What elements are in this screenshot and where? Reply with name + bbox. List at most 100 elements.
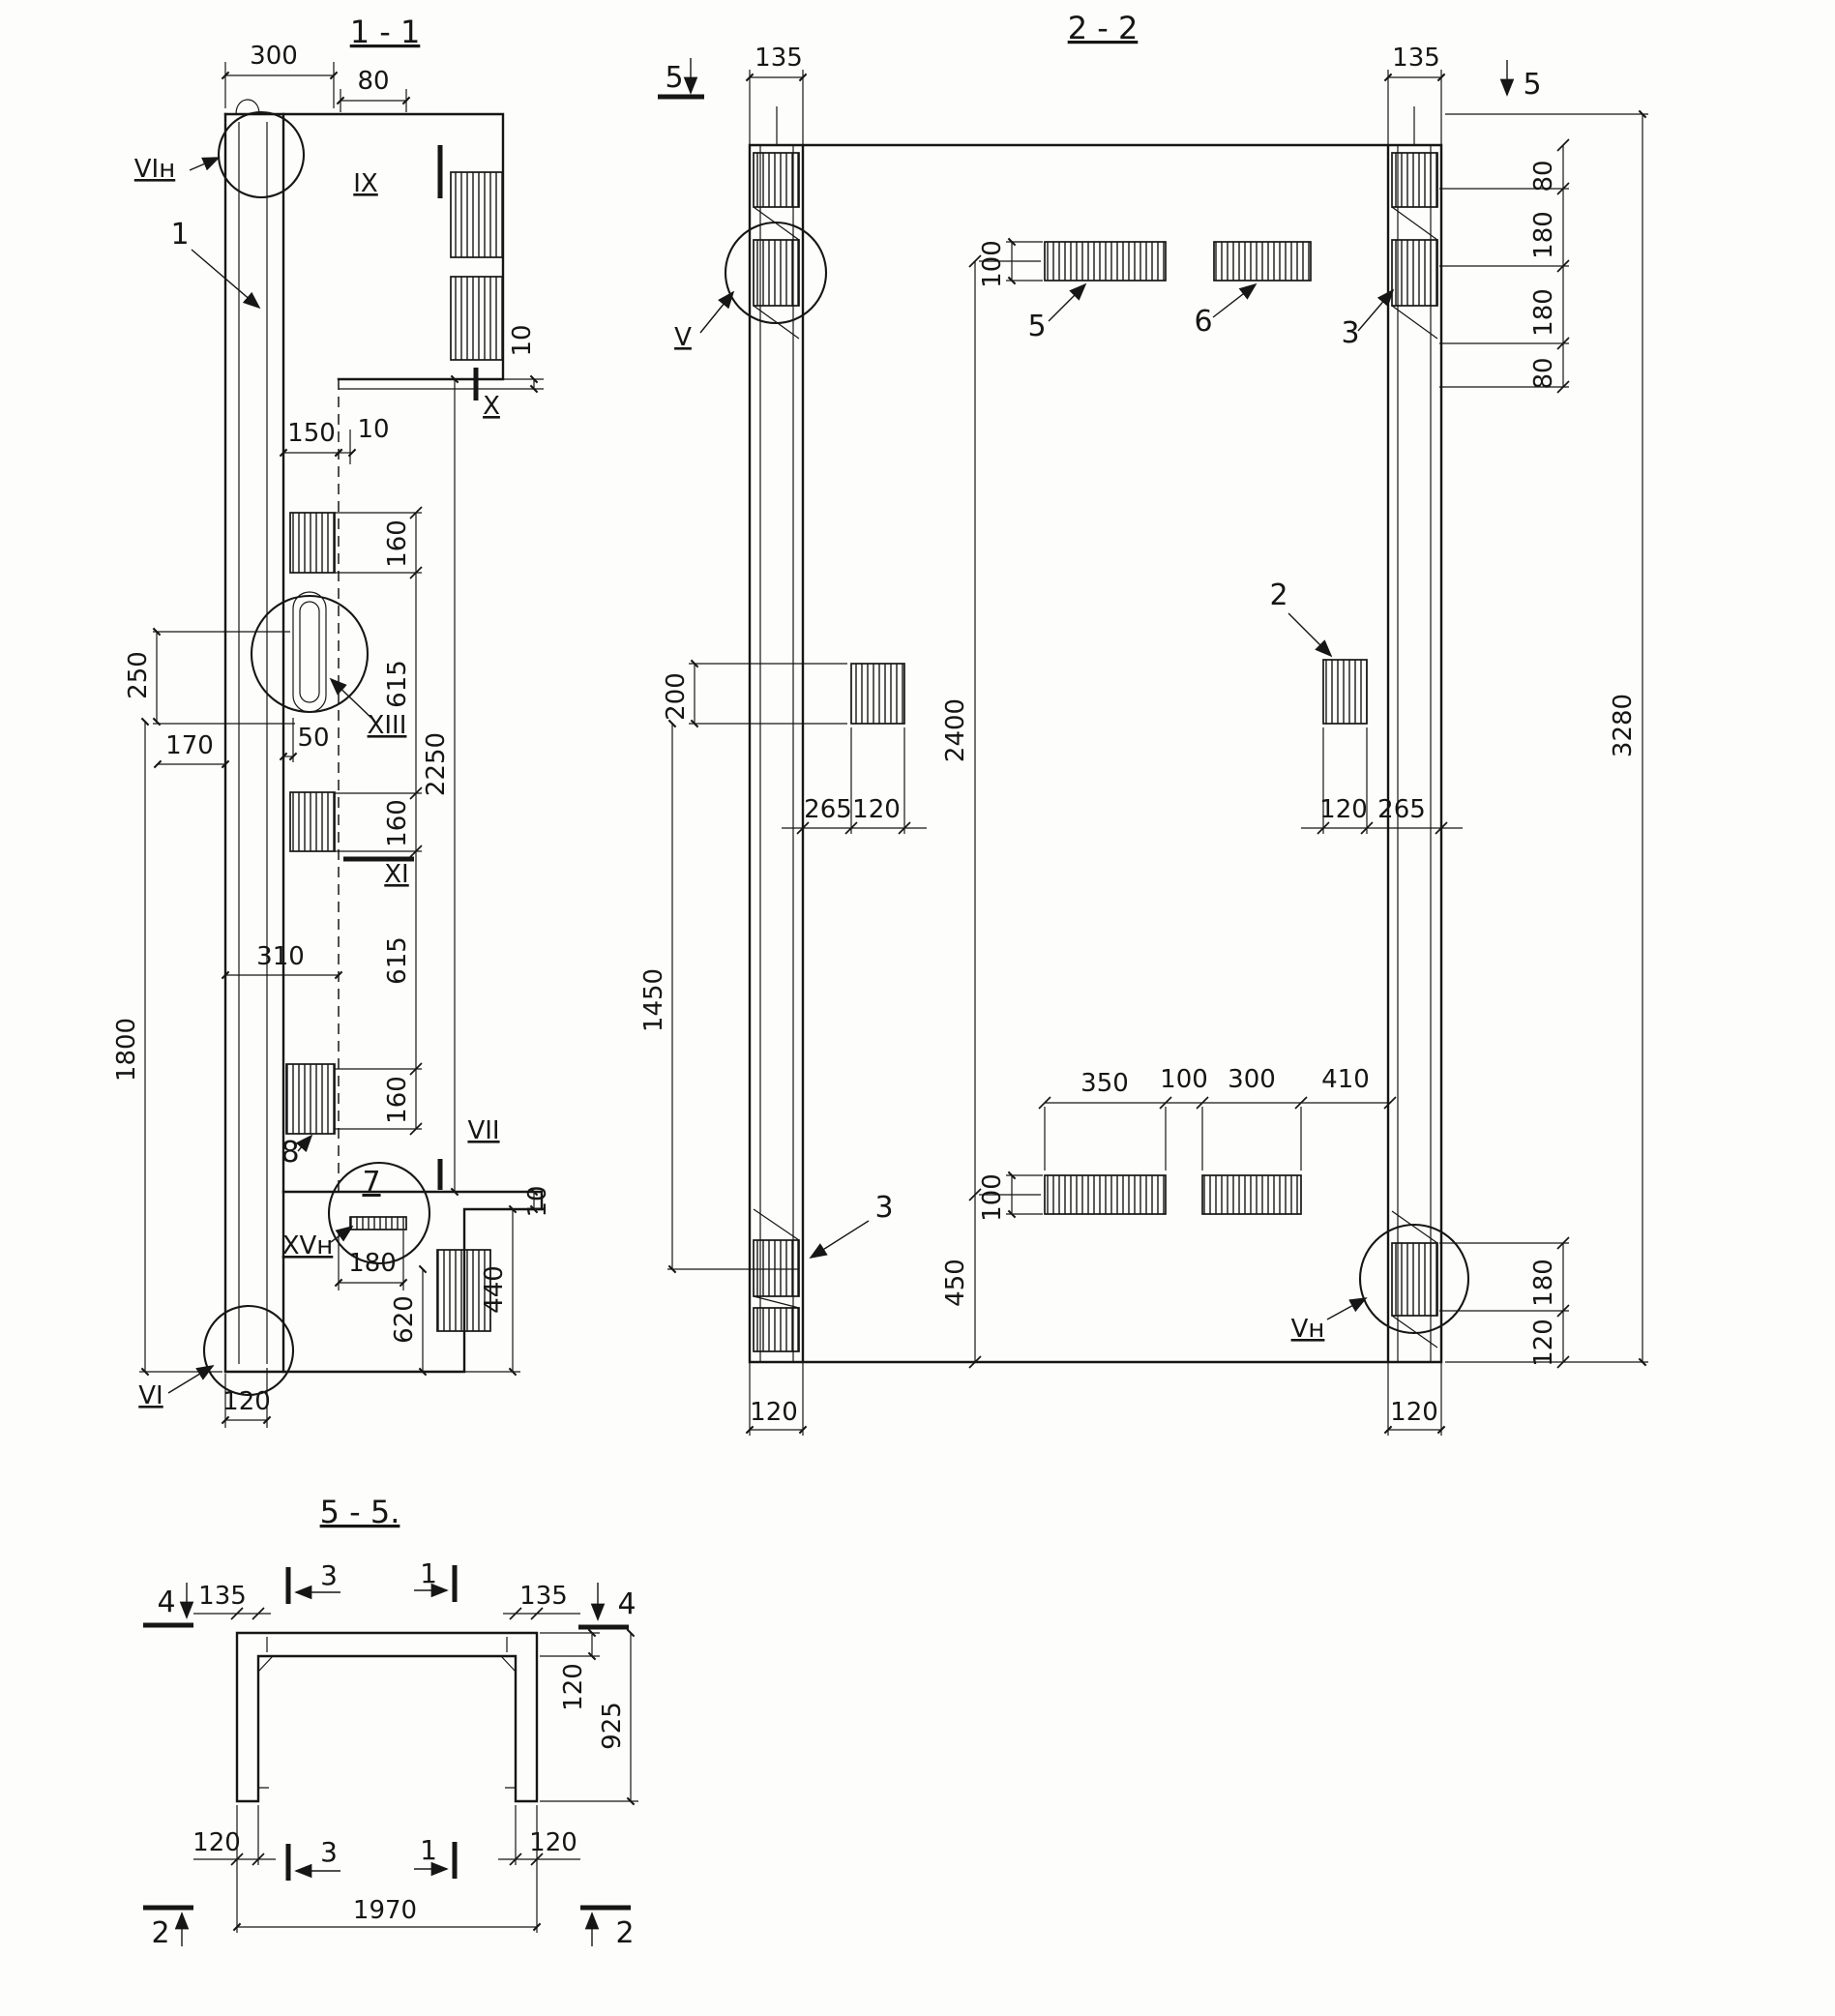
panel-rib-lines xyxy=(223,112,285,1374)
rib-inner-lines xyxy=(759,145,1432,1362)
dim-label: 1450 xyxy=(639,968,668,1032)
dim-label: 620 xyxy=(390,1295,419,1344)
section-mark-4-left: 4 xyxy=(157,1586,175,1619)
item-7: 7 xyxy=(362,1166,380,1200)
edge-keyway-plate xyxy=(450,171,504,258)
dim-label: 100 xyxy=(978,240,1007,288)
dim-label: 200 xyxy=(662,672,691,721)
embedded-plate xyxy=(289,791,336,852)
dim-label: 2400 xyxy=(941,698,970,762)
leader-item-5 xyxy=(1048,282,1087,322)
dim-label: 120 xyxy=(1390,1398,1438,1427)
detail-circle-7 xyxy=(327,1161,431,1265)
dim-label: 50 xyxy=(297,724,329,753)
leader-item-6 xyxy=(1212,282,1258,318)
dim-label: 160 xyxy=(383,519,412,568)
dim-label: 3280 xyxy=(1609,694,1638,757)
edge-stubs xyxy=(749,106,1442,1397)
anchor-slot-inner xyxy=(299,601,320,703)
item-5: 5 xyxy=(1027,310,1046,343)
dim-label: 135 xyxy=(519,1582,568,1611)
dim-135-ticks xyxy=(230,1607,544,1620)
item-3-bottom: 3 xyxy=(874,1191,893,1225)
rib-plate xyxy=(1391,1242,1438,1317)
view-flags-4 xyxy=(143,1622,629,1630)
dim-label: 1970 xyxy=(353,1896,417,1925)
dim-label: 120 xyxy=(750,1398,798,1427)
section-mark-ix: IX xyxy=(353,169,377,198)
leader-item-8 xyxy=(295,1134,313,1153)
section-1-1-title: 1 - 1 xyxy=(350,14,421,50)
dim-label: 100 xyxy=(1160,1065,1208,1094)
rib-plate xyxy=(753,152,800,208)
rebar-marks xyxy=(258,1637,516,1789)
section-mark-xiii: XIII xyxy=(368,711,407,740)
dim-label: 265 xyxy=(1377,795,1426,824)
dim-label: 160 xyxy=(383,799,412,847)
cut-bars xyxy=(285,1565,458,1881)
item-3-top: 3 xyxy=(1341,316,1359,350)
dim-label: 120 xyxy=(1529,1319,1558,1367)
section-mark-4-right: 4 xyxy=(617,1587,636,1621)
item-6: 6 xyxy=(1194,305,1212,339)
dim-label: 615 xyxy=(383,660,412,708)
face-plate-5 xyxy=(1044,241,1167,282)
dim-label: 180 xyxy=(1529,288,1558,337)
dim-label: 80 xyxy=(1529,357,1558,389)
section-mark-1-bottom: 1 xyxy=(420,1834,437,1866)
dim-label: 180 xyxy=(348,1249,397,1278)
section-2-2: 2 - 2 xyxy=(639,10,1648,1436)
dim-label: 135 xyxy=(755,44,803,73)
section-mark-5-left: 5 xyxy=(665,61,683,95)
rib-plate xyxy=(753,239,800,307)
detail-circle-xiii xyxy=(250,594,370,714)
detail-circle-v xyxy=(724,221,828,325)
dim-label: 120 xyxy=(1319,795,1368,824)
dim-label: 170 xyxy=(165,731,214,760)
section-mark-3-top: 3 xyxy=(320,1559,338,1591)
dim-label: 120 xyxy=(852,795,901,824)
lifting-loop xyxy=(235,99,260,115)
section-mark-v: V xyxy=(674,323,692,352)
detail-circle-vi-n xyxy=(217,110,306,199)
dim-label: 2250 xyxy=(422,732,451,796)
dim-label: 150 xyxy=(287,419,336,448)
face-plate-2-left xyxy=(850,663,905,725)
extension-lines xyxy=(667,70,1648,1436)
dim-bottom-row-ticks xyxy=(1038,1096,1397,1110)
extension-lines xyxy=(236,1632,638,1933)
dim-label: 300 xyxy=(1228,1065,1276,1094)
section-mark-xi: XI xyxy=(384,860,408,889)
section-mark-1-top: 1 xyxy=(420,1557,437,1589)
section-mark-v-n: Vн xyxy=(1291,1315,1325,1344)
dim-120-leg-ticks xyxy=(230,1853,544,1866)
item-2: 2 xyxy=(1269,578,1287,612)
section-mark-x: X xyxy=(483,392,500,421)
leader-item-2 xyxy=(1287,612,1333,658)
item-8: 8 xyxy=(281,1136,299,1170)
edge-keyway-plate xyxy=(436,1249,491,1332)
dim-label: 410 xyxy=(1321,1065,1370,1094)
rib-plate xyxy=(753,1239,800,1297)
channel-outline xyxy=(235,1631,539,1803)
dim-label: 10 xyxy=(523,1185,552,1217)
section-mark-vii: VII xyxy=(467,1116,499,1145)
dim-label: 120 xyxy=(529,1828,577,1857)
dim-label: 265 xyxy=(804,795,852,824)
dim-label: 135 xyxy=(198,1582,247,1611)
detail-circle-v-n xyxy=(1358,1223,1470,1335)
dim-label: 120 xyxy=(192,1828,241,1857)
dim-label: 440 xyxy=(480,1265,509,1314)
dim-label: 160 xyxy=(383,1076,412,1124)
rib-plate xyxy=(1391,152,1438,208)
section-mark-2-right: 2 xyxy=(615,1916,634,1950)
dim-label: 250 xyxy=(124,651,153,699)
section-mark-5-right: 5 xyxy=(1523,68,1541,102)
item-1: 1 xyxy=(170,218,189,252)
embedded-plate xyxy=(289,512,336,574)
face-plate-2-right xyxy=(1322,659,1368,725)
corner-gussets xyxy=(257,1655,517,1673)
leader-xiii xyxy=(329,677,376,723)
